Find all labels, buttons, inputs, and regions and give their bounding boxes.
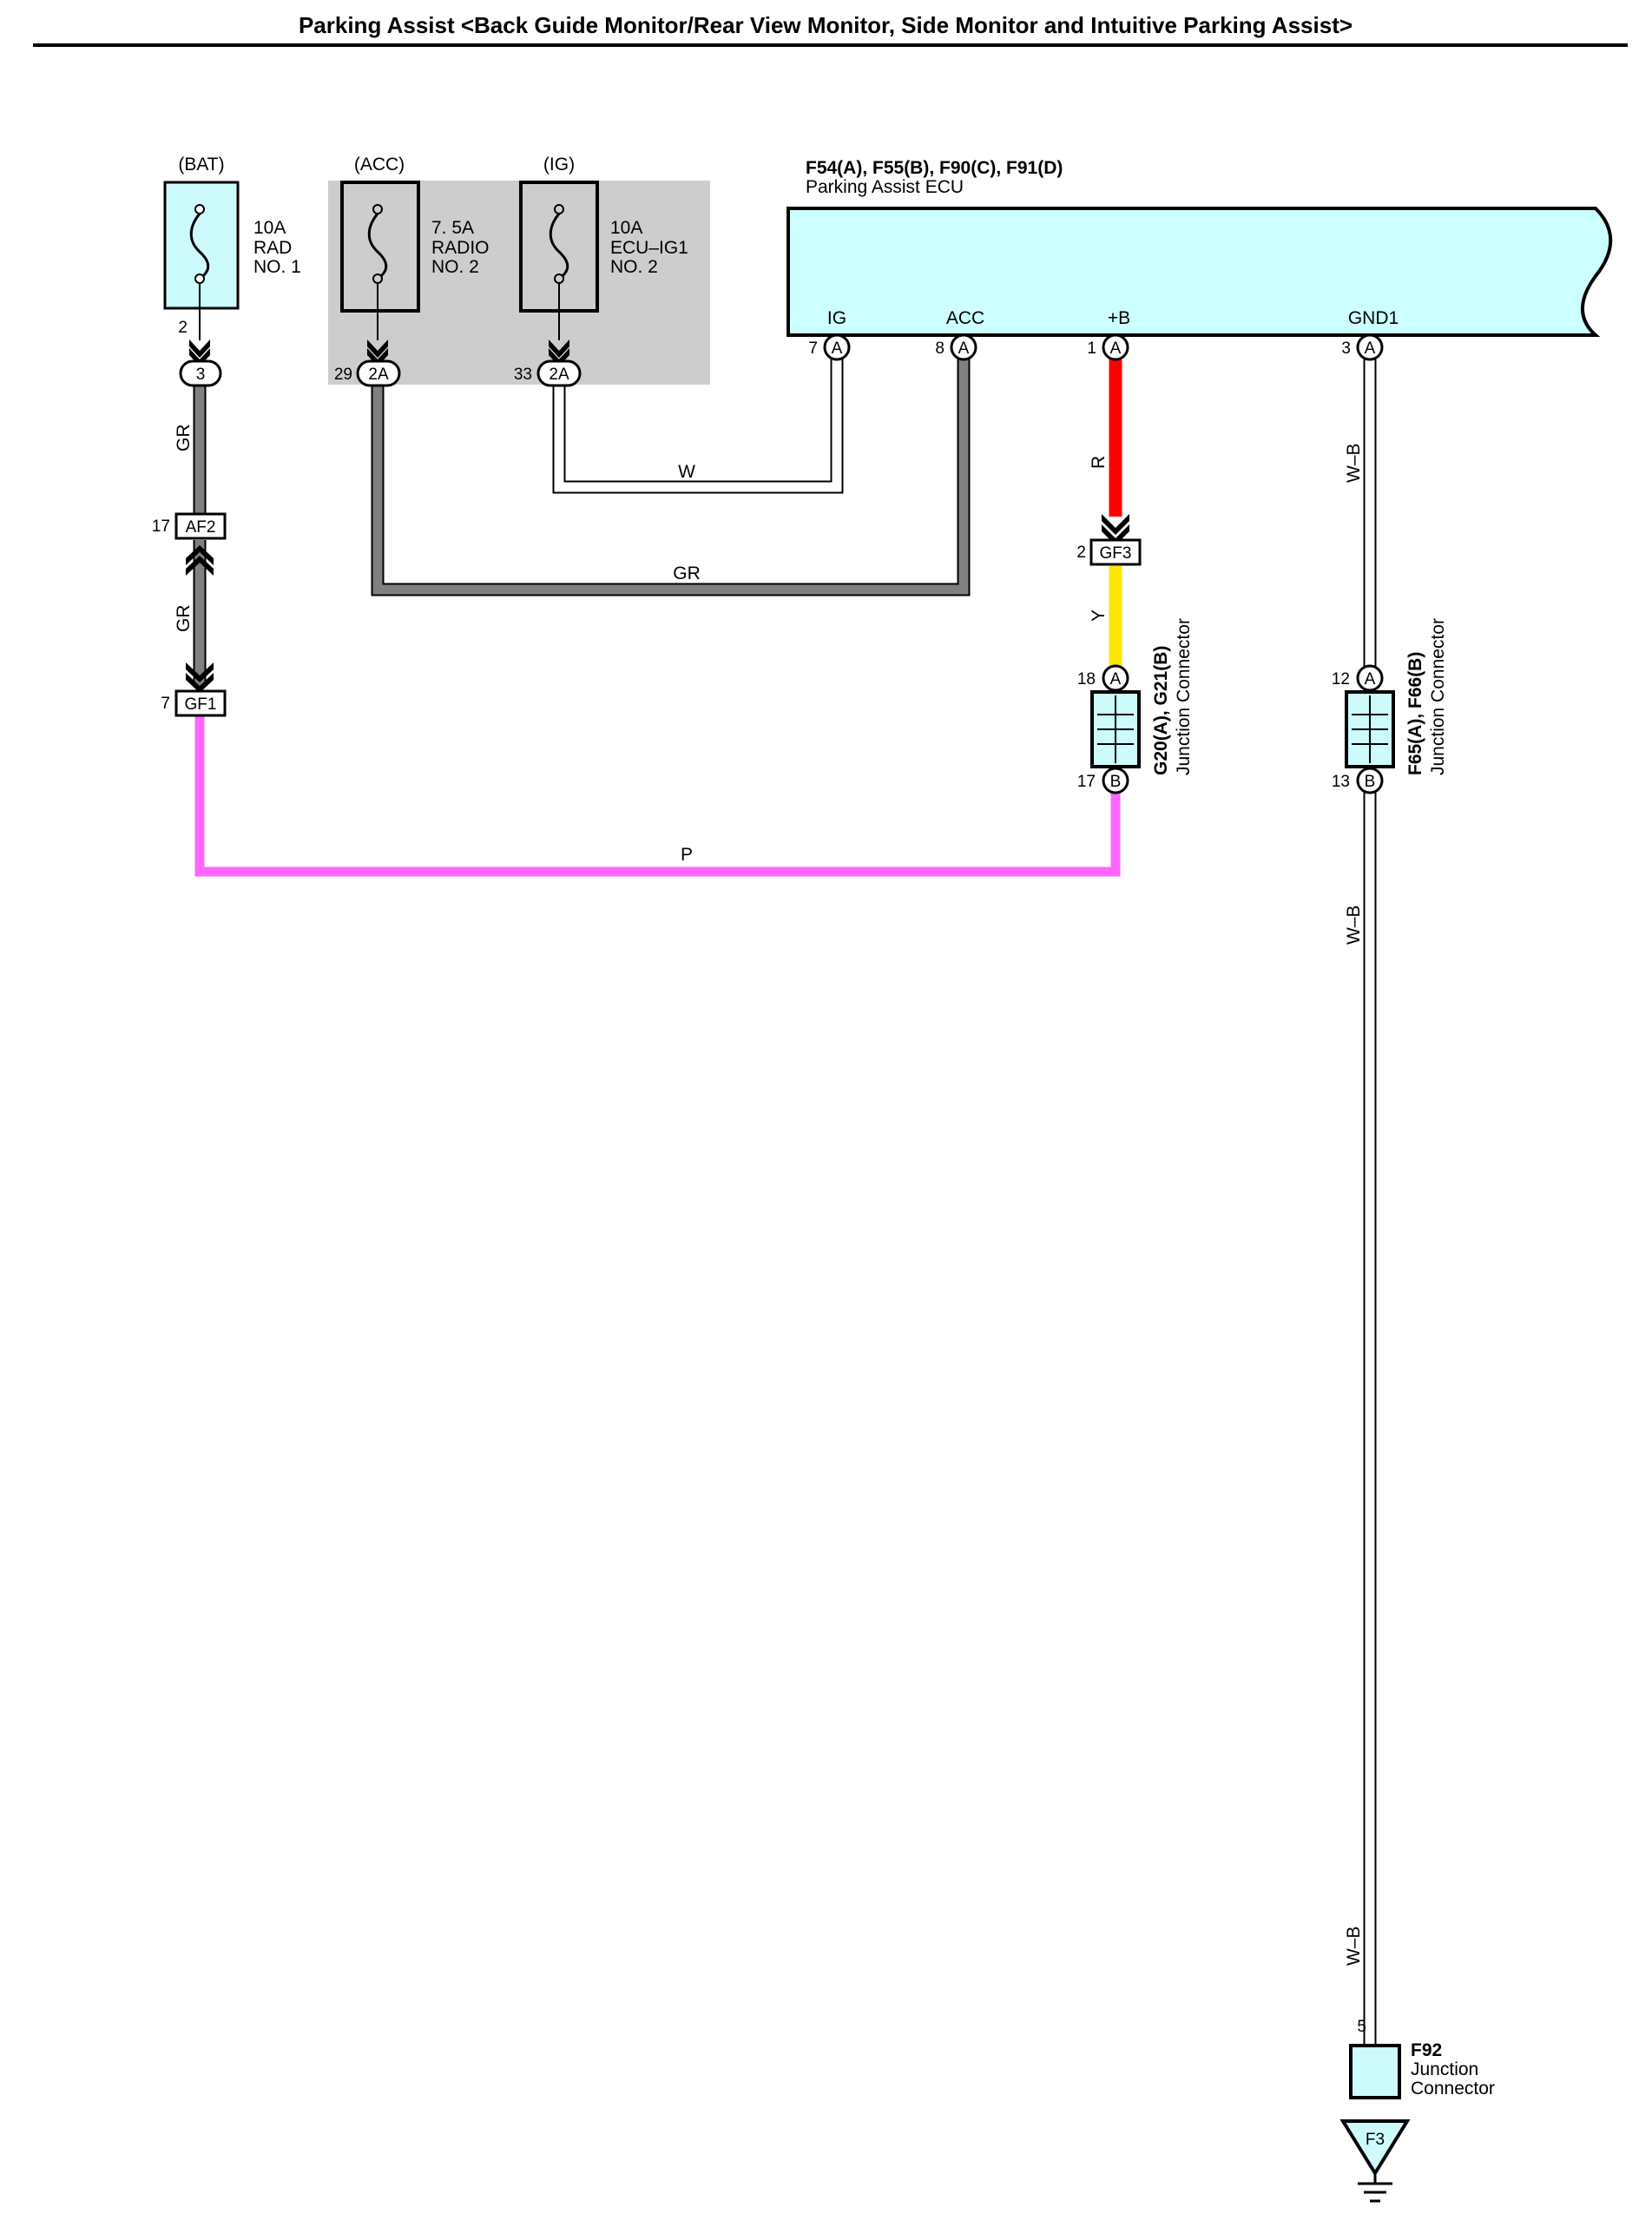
fuse-radio-no2: (ACC) 7. 5A RADIO NO. 2 29 2A [334, 155, 490, 387]
connector-2a [356, 359, 401, 387]
svg-text:7: 7 [808, 339, 818, 358]
svg-text:18: 18 [1077, 670, 1096, 689]
wire-label-wb: W–B [1344, 905, 1364, 945]
fuse-out-pin: 29 [334, 366, 352, 384]
fuse-rating: 10A [253, 218, 286, 238]
svg-text:A: A [958, 339, 970, 358]
junction-desc: Junction Connector [1428, 618, 1448, 775]
connector-3 [179, 359, 222, 387]
svg-text:A: A [1365, 339, 1376, 358]
junction-f65-f66: 12 A 13 B F65(A), F66(B) Junction Connec… [1332, 618, 1448, 794]
fuse-ecu-ig1-no2: (IG) 10A ECU–IG1 NO. 2 33 2A [514, 155, 688, 387]
svg-text:17: 17 [152, 517, 170, 536]
fuse-out-pin: 2 [178, 319, 188, 337]
pin-8a [950, 333, 977, 361]
fuse-rad-no1: (BAT) 10A RAD NO. 1 2 3 [163, 155, 301, 387]
ecu-connectors: F54(A), F55(B), F90(C), F91(D) [806, 158, 1063, 178]
svg-text:A: A [832, 339, 843, 358]
ecu-terminal-acc: ACC [946, 308, 984, 328]
junction-desc-2: Connector [1411, 2079, 1495, 2099]
svg-text:7: 7 [161, 695, 170, 713]
svg-text:AF2: AF2 [186, 518, 216, 537]
fuse-name: RAD [253, 238, 292, 258]
svg-text:A: A [1110, 670, 1122, 689]
svg-text:17: 17 [1077, 773, 1096, 791]
svg-text:F3: F3 [1366, 2131, 1385, 2149]
svg-text:8: 8 [935, 339, 944, 358]
svg-text:12: 12 [1332, 670, 1350, 689]
parking-assist-ecu: F54(A), F55(B), F90(C), F91(D) Parking A… [787, 158, 1613, 361]
svg-text:A: A [1110, 339, 1122, 358]
wire-acc-gr [371, 359, 971, 596]
fuse-name-2: NO. 2 [610, 257, 658, 277]
wire-label-p: P [681, 845, 693, 865]
ecu-terminal-gnd1: GND1 [1348, 308, 1399, 328]
fuse-source-label: (IG) [543, 155, 575, 175]
wire-label-gr: GR [174, 605, 194, 633]
svg-text:3: 3 [196, 366, 206, 384]
wire-label-wb: W–B [1344, 1926, 1364, 1966]
svg-text:1: 1 [1087, 339, 1096, 358]
junction-desc: Junction Connector [1174, 618, 1194, 775]
svg-text:5: 5 [1357, 2018, 1366, 2036]
fuse-rating: 10A [610, 218, 642, 238]
page-title: Parking Assist <Back Guide Monitor/Rear … [299, 12, 1353, 38]
svg-text:3: 3 [1341, 339, 1351, 358]
ecu-name: Parking Assist ECU [806, 177, 964, 197]
junction-name: G20(A), G21(B) [1151, 646, 1171, 775]
svg-text:B: B [1365, 773, 1376, 791]
wire-label-r: R [1089, 456, 1109, 469]
connector-gf1: 7 GF1 [161, 662, 227, 717]
fuse-out-pin: 33 [514, 366, 532, 384]
ground-f3: F3 [1339, 2119, 1411, 2203]
junction-desc: Junction [1411, 2059, 1478, 2079]
svg-text:GF1: GF1 [185, 695, 217, 714]
svg-text:13: 13 [1332, 773, 1350, 791]
pin-7a [823, 333, 851, 361]
fuse-source-label: (BAT) [178, 155, 224, 175]
fuse-source-label: (ACC) [354, 155, 405, 175]
connector-af2: 17 AF2 [152, 512, 227, 576]
pin-3a [1356, 333, 1384, 361]
svg-text:GF3: GF3 [1100, 544, 1132, 563]
svg-text:A: A [1365, 670, 1376, 689]
fuse-name-2: NO. 2 [431, 257, 479, 277]
junction-g20-g21: 18 A 17 B G20(A), G21(B) Junction Connec… [1077, 618, 1194, 794]
junction-f92: 5 F92 Junction Connector [1349, 2018, 1495, 2099]
wire-label-gr: GR [673, 563, 701, 583]
svg-text:B: B [1110, 773, 1122, 791]
svg-text:2: 2 [1076, 544, 1086, 562]
connector-2a [536, 359, 582, 387]
wire-label-w: W [678, 462, 695, 482]
fuse-name: ECU–IG1 [610, 238, 688, 258]
fuse-name-2: NO. 1 [253, 257, 301, 277]
connector-gf3: 2 GF3 [1076, 514, 1142, 566]
pin-1a [1102, 333, 1129, 361]
junction-name: F65(A), F66(B) [1405, 652, 1425, 775]
fuse-name: RADIO [431, 238, 490, 258]
ecu-terminal-pb: +B [1108, 308, 1130, 328]
wire-label-y: Y [1089, 610, 1109, 622]
wire-p [194, 714, 1121, 877]
ecu-terminal-ig: IG [827, 308, 846, 328]
junction-name: F92 [1411, 2040, 1442, 2060]
wire-label-gr: GR [174, 425, 194, 452]
wire-label-wb: W–B [1344, 443, 1364, 483]
svg-text:2A: 2A [368, 366, 389, 384]
fuse-rating: 7. 5A [431, 218, 474, 238]
svg-text:2A: 2A [549, 366, 569, 384]
